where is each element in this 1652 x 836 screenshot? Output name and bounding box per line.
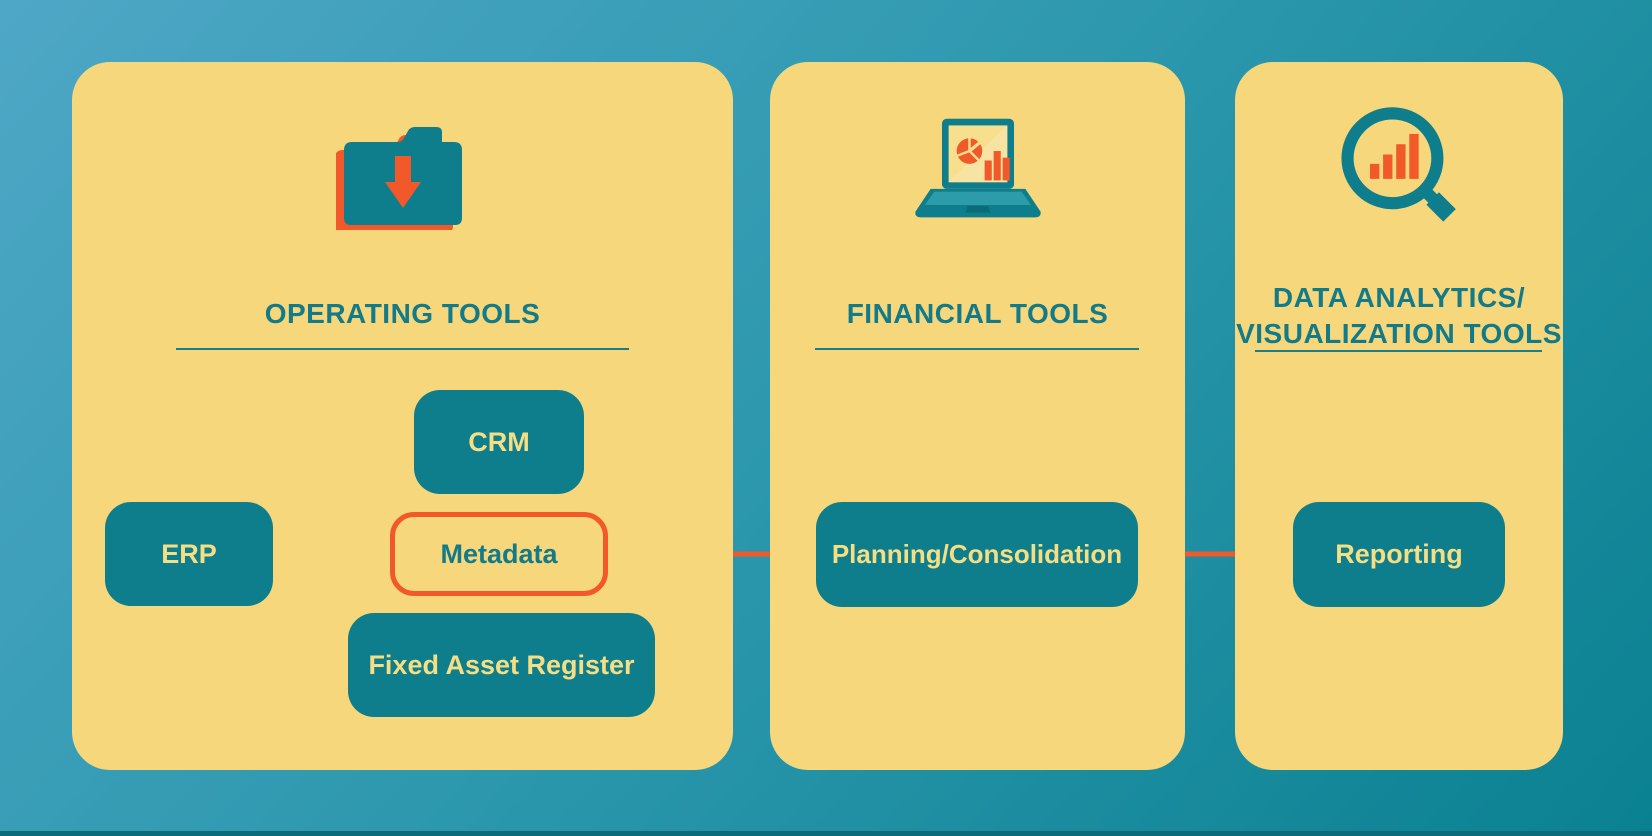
panel-title-financial-tools: FINANCIAL TOOLS — [846, 298, 1109, 330]
download-arrow-glyph — [384, 156, 421, 208]
node-reporting: Reporting — [1293, 502, 1505, 607]
bar-chart-glyph — [984, 151, 1010, 181]
magnifying-glass-chart-icon — [1341, 107, 1456, 222]
panel-title-data-analytics: DATA ANALYTICS/ VISUALIZATION TOOLS — [1235, 280, 1563, 352]
node-erp: ERP — [105, 502, 273, 606]
title-line-2: VISUALIZATION TOOLS — [1236, 318, 1562, 350]
magnifier-handle — [1419, 185, 1456, 222]
title-line-1: DATA ANALYTICS/ — [1272, 282, 1526, 314]
node-planning-consolidation: Planning/Consolidation — [816, 502, 1138, 607]
panel-data-analytics-tools: DATA ANALYTICS/ VISUALIZATION TOOLS — [1235, 62, 1563, 770]
title-divider — [815, 348, 1139, 350]
bottom-edge-strip — [0, 831, 1652, 836]
ascending-bars-glyph — [1369, 133, 1419, 179]
panel-financial-tools: FINANCIAL TOOLS — [770, 62, 1185, 770]
title-divider — [176, 348, 629, 350]
node-fixed-asset-register: Fixed Asset Register — [348, 613, 655, 717]
pie-chart-glyph — [956, 136, 982, 164]
node-metadata: Metadata — [390, 512, 608, 596]
folder-download-icon — [335, 127, 462, 230]
title-divider — [1255, 350, 1542, 352]
node-crm: CRM — [414, 390, 584, 494]
panel-title-operating-tools: OPERATING TOOLS — [264, 298, 541, 330]
laptop-charts-icon — [914, 118, 1041, 218]
